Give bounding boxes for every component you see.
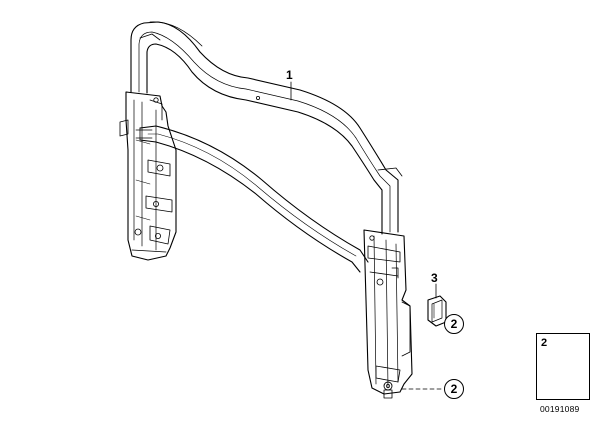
document-number: 00191089 <box>540 404 580 414</box>
roll-bar-frame <box>130 21 403 235</box>
cross-bar <box>135 125 369 273</box>
callout-ref-2-upper: 2 <box>444 314 464 334</box>
left-upright-mechanism <box>119 91 177 261</box>
callout-ref-2-lower: 2 <box>444 379 464 399</box>
leader-lines <box>290 81 445 390</box>
legend-item-number: 2 <box>541 337 548 349</box>
right-upright-mechanism <box>363 229 413 399</box>
callout-part-1: 1 <box>286 68 293 82</box>
legend-box: 2 <box>536 333 590 400</box>
callout-part-3: 3 <box>431 271 438 285</box>
